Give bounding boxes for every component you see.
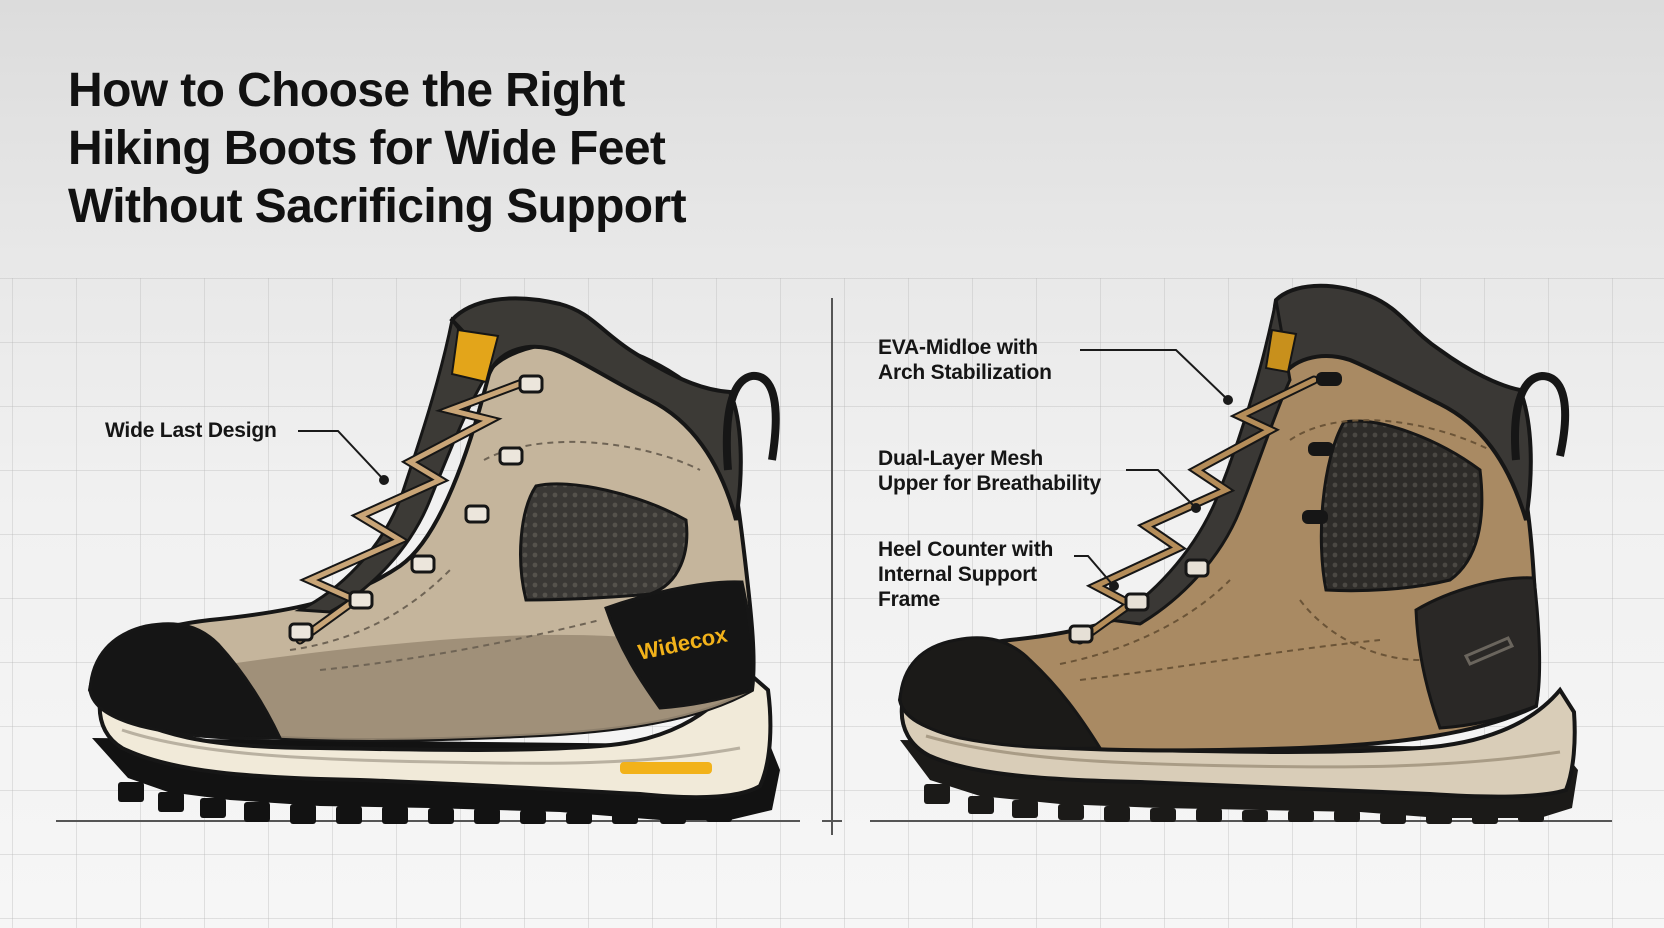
left-boot-mesh-panel (519, 482, 689, 602)
left-boot: Widecox (87, 296, 780, 824)
right-boot-heel-slot (1463, 636, 1515, 666)
callout-dual-layer-mesh: Dual-Layer Mesh Upper for Breathability (878, 446, 1101, 496)
callout-line-eva (1080, 349, 1227, 399)
left-boot-toe-cap (88, 622, 283, 740)
right-boot-heel-counter (1414, 576, 1542, 730)
callout-mesh-line-2: Upper for Breathability (878, 472, 1101, 495)
callout-eva-midsole: EVA-Midloe with Arch Stabilization (878, 335, 1052, 385)
right-boot-laces-fill (1077, 377, 1317, 643)
page-title: How to Choose the Right Hiking Boots for… (68, 62, 788, 236)
left-boot-tongue (294, 316, 492, 614)
callout-heel-counter: Heel Counter with Internal Support Frame (878, 537, 1053, 612)
callout-dot-wide-last (379, 475, 389, 485)
left-boot-midsole-line (121, 728, 741, 765)
right-boot-tongue-logo (1264, 328, 1298, 374)
left-boot-collar (449, 296, 743, 521)
right-boot-midsole-line (925, 734, 1561, 769)
callout-heel-line-2: Internal Support (878, 563, 1037, 586)
left-boot-lugs (118, 782, 732, 824)
right-boot-toe-cap (898, 636, 1103, 751)
right-boot-pull-loop (1511, 371, 1570, 461)
left-boot-lower-band (120, 634, 752, 740)
right-boot-collar (1271, 283, 1533, 521)
right-boot-stitching (1059, 419, 1491, 681)
callout-line-mesh (1126, 469, 1195, 507)
right-boot (897, 283, 1578, 824)
right-boot-lugs (924, 784, 1544, 824)
callout-heel-line-1: Heel Counter with (878, 538, 1054, 561)
callout-line-heel (1074, 555, 1113, 585)
callout-heel-line-3: Frame (878, 588, 941, 611)
left-boot-accent-bar (620, 762, 712, 774)
left-boot-midsole (97, 667, 773, 800)
left-boot-heel-counter (604, 580, 755, 710)
right-boot-hooks (1302, 372, 1342, 524)
callout-line-wide-last (298, 430, 383, 479)
callout-eva-line-1: EVA-Midloe with (878, 336, 1038, 359)
title-line-1: How to Choose the Right (68, 64, 625, 117)
callout-wide-last: Wide Last Design (105, 418, 277, 443)
right-boot-eyelets (1068, 558, 1210, 644)
callout-mesh-line-1: Dual-Layer Mesh (878, 447, 1044, 470)
right-boot-mesh-panel (1319, 419, 1484, 593)
callout-wide-last-text: Wide Last Design (105, 419, 277, 442)
callout-dot-heel (1109, 581, 1119, 591)
callout-eva-line-2: Arch Stabilization (878, 361, 1052, 384)
left-boot-pull-loop (722, 372, 780, 471)
title-line-3: Without Sacrificing Support (68, 180, 687, 233)
callout-dot-eva (1223, 395, 1233, 405)
callout-dot-mesh (1191, 503, 1201, 513)
left-boot-tongue-logo (450, 328, 500, 384)
left-boot-eyelets (288, 374, 544, 642)
title-line-2: Hiking Boots for Wide Feet (68, 122, 666, 175)
left-boot-laces-fill (297, 377, 533, 643)
